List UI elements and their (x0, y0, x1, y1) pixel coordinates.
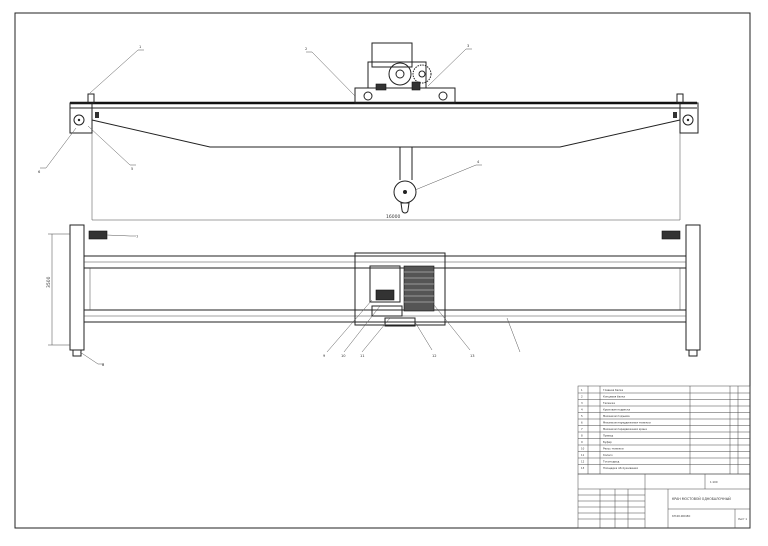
svg-text:Токоподвод: Токоподвод (603, 460, 620, 464)
elevation-view: 16000 (69, 42, 699, 221)
end-beam-left (69, 224, 85, 351)
span-dimension: 16000 (386, 214, 400, 220)
callout-4: 4 (477, 160, 480, 164)
svg-text:Рельс тележки: Рельс тележки (603, 447, 624, 451)
end-carriage-right (679, 102, 699, 134)
callout-1: 1 (139, 45, 141, 49)
callout-9: 9 (323, 354, 326, 358)
svg-text:6: 6 (581, 421, 583, 425)
end-beam-right (685, 224, 701, 351)
buffer-left (88, 230, 108, 240)
scale: 1:100 (710, 480, 718, 484)
svg-text:7: 7 (581, 427, 583, 431)
svg-text:Механизм подъема: Механизм подъема (603, 414, 630, 418)
svg-text:Буфер: Буфер (603, 440, 612, 444)
title-text: КРАН МОСТОВОЙ ОДНОБАЛОЧНЫЙ (672, 496, 731, 501)
svg-text:13: 13 (581, 466, 585, 470)
svg-text:Привод: Привод (603, 434, 613, 438)
callout-8: 8 (102, 363, 105, 367)
svg-text:9: 9 (581, 440, 583, 444)
drawing-frame (14, 12, 751, 529)
svg-text:Механизм передвижения крана: Механизм передвижения крана (603, 427, 647, 431)
svg-text:Колесо: Колесо (603, 453, 613, 457)
callout-5: 5 (131, 167, 133, 171)
doc-number: КП.00.000.ВО (672, 514, 690, 518)
callout-7: 7 (136, 235, 138, 239)
wheel-left (73, 114, 85, 126)
svg-text:Концевая балка: Концевая балка (603, 395, 625, 399)
svg-text:3: 3 (581, 401, 583, 405)
end-carriage-left (69, 102, 93, 134)
title-block: КРАН МОСТОВОЙ ОДНОБАЛОЧНЫЙ КП.00.000.ВО … (577, 473, 751, 529)
callout-3: 3 (467, 44, 469, 48)
callout-2: 2 (305, 47, 307, 51)
svg-text:10: 10 (581, 447, 585, 451)
callout-6: 6 (38, 170, 41, 174)
svg-text:5: 5 (581, 414, 583, 418)
svg-text:Механизм передвижения тележки: Механизм передвижения тележки (603, 421, 651, 425)
buffer-right (661, 230, 681, 240)
plan-view: 3500 (46, 224, 701, 357)
callout-10: 10 (341, 354, 346, 358)
svg-text:11: 11 (581, 453, 585, 457)
width-dimension: 3500 (46, 276, 52, 288)
svg-text:8: 8 (581, 434, 583, 438)
trolley-plan (354, 252, 446, 327)
callout-12: 12 (432, 354, 437, 358)
svg-text:Главная балка: Главная балка (603, 388, 623, 392)
sheet-number: Лист 1 (738, 517, 747, 521)
trolley-elevation (354, 42, 456, 104)
svg-text:2: 2 (581, 395, 583, 399)
hook-block (393, 147, 417, 214)
callout-13: 13 (470, 354, 475, 358)
svg-text:1: 1 (581, 388, 583, 392)
svg-text:4: 4 (581, 408, 583, 412)
callout-11: 11 (360, 354, 365, 358)
svg-text:12: 12 (581, 460, 585, 464)
callouts: 1 2 3 4 5 6 7 8 9 10 11 12 13 (38, 44, 521, 367)
wheel-right (682, 114, 694, 126)
svg-text:Тележка: Тележка (603, 401, 615, 405)
svg-text:Площадка обслуживания: Площадка обслуживания (603, 466, 638, 470)
svg-text:Крюковая подвеска: Крюковая подвеска (603, 408, 631, 412)
